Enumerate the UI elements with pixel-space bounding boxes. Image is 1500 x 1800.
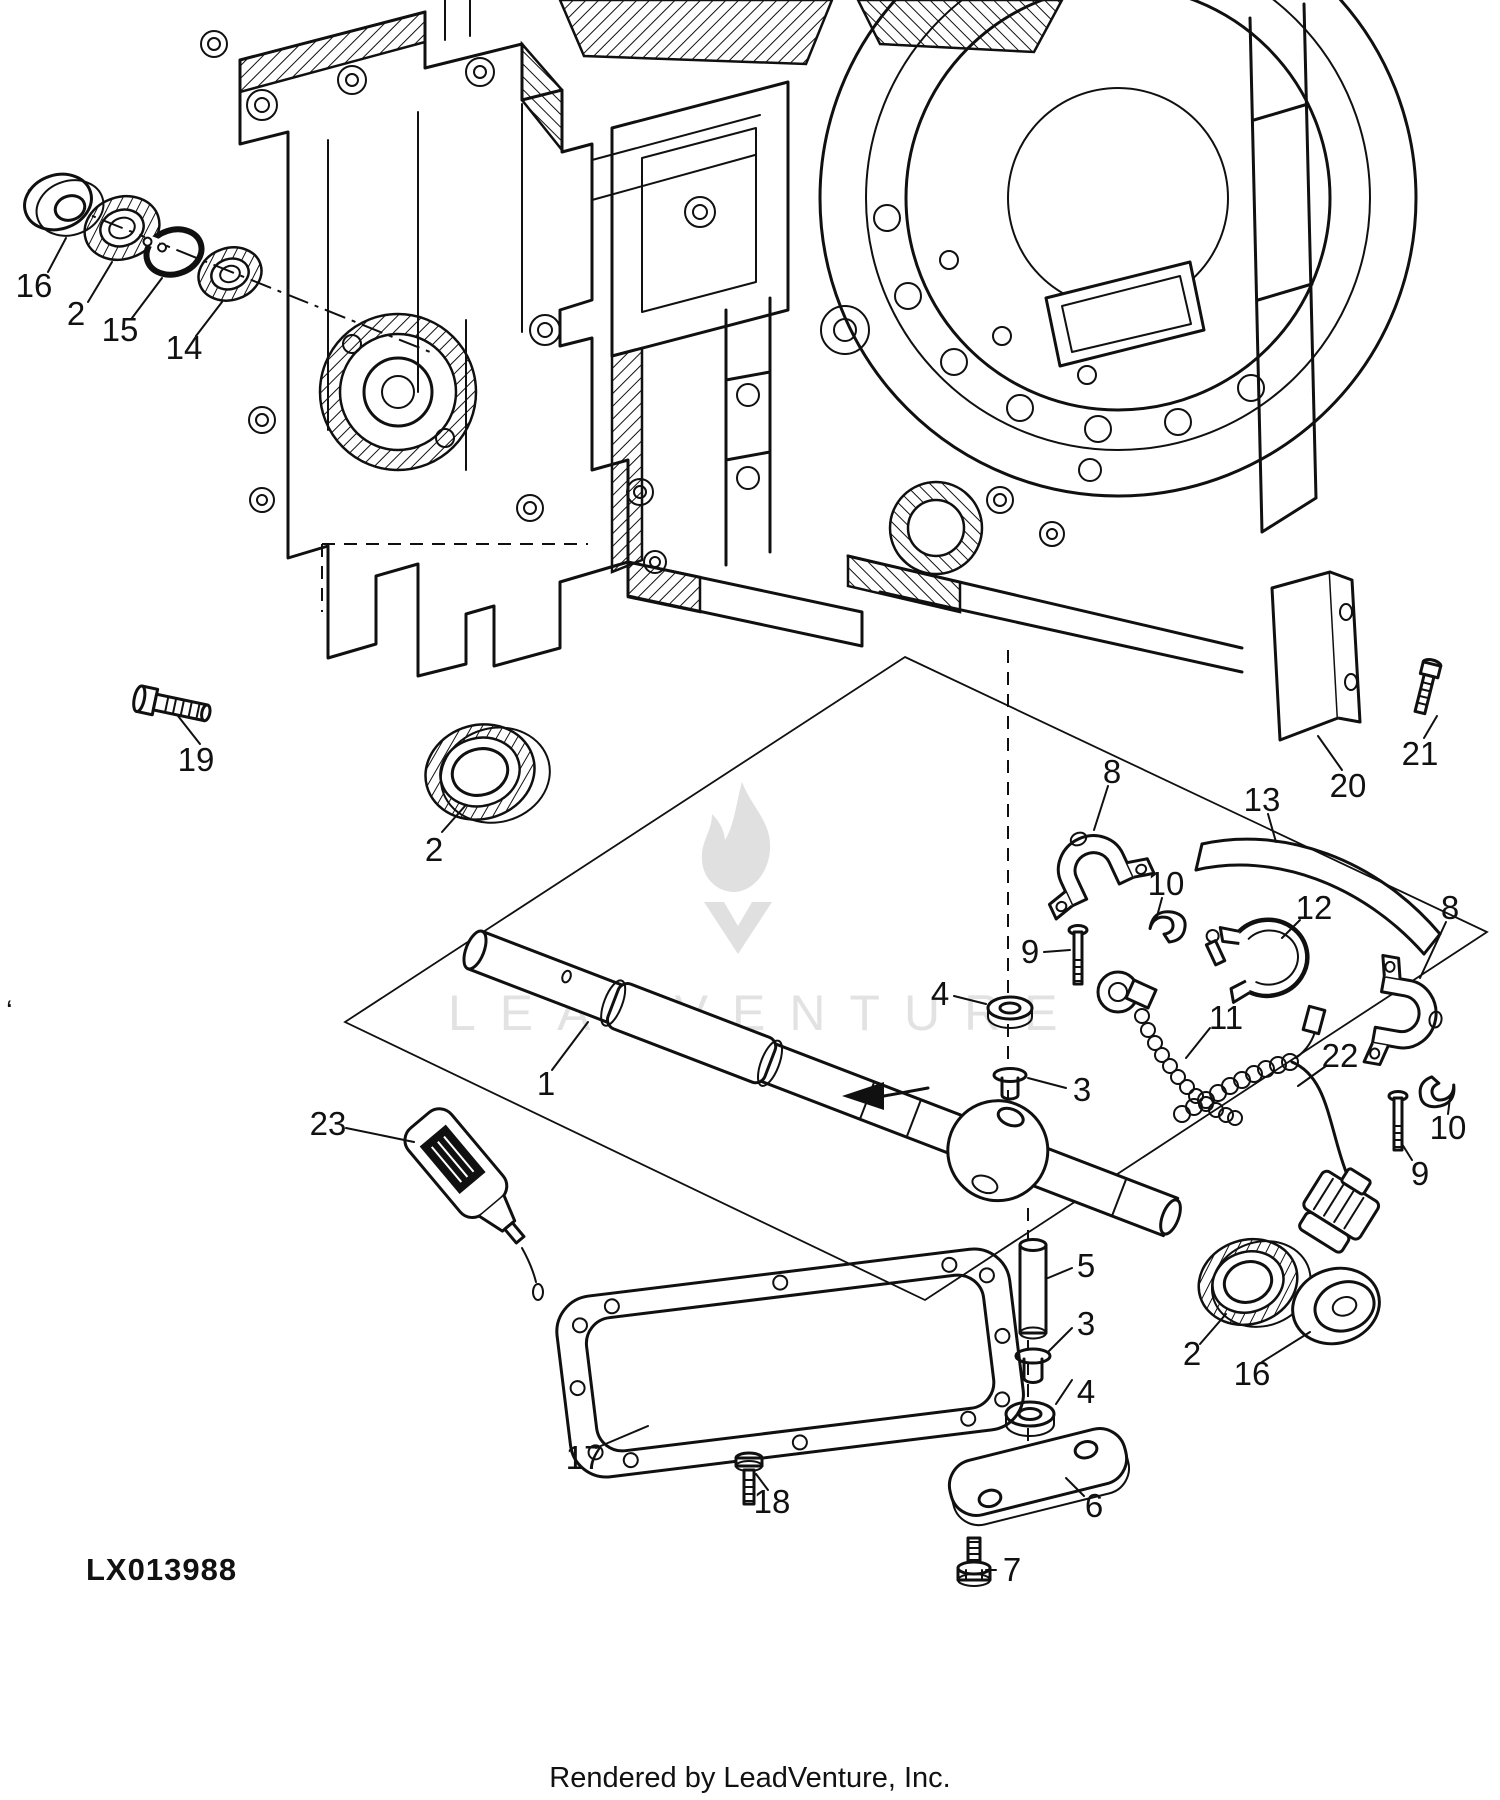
direction-arrow (842, 1082, 930, 1110)
shaft-assembly-drawing (462, 929, 1182, 1238)
part-callout-21: 21 (1401, 735, 1439, 772)
part-callout-16: 16 (1233, 1355, 1271, 1392)
pin-5-drawing (1018, 1238, 1048, 1340)
snap-ring-15-drawing (142, 226, 205, 278)
seal-2-right-drawing (1197, 1237, 1312, 1328)
ring-4-lower-drawing (1004, 1400, 1056, 1437)
bracket-20-drawing (1270, 570, 1362, 742)
part-callout-22: 22 (1321, 1037, 1359, 1074)
sensor-switch-drawing (1096, 970, 1158, 1014)
bolt-21-drawing (1413, 658, 1443, 716)
part-callout-4: 4 (1076, 1373, 1096, 1410)
part-callout-10: 10 (1429, 1109, 1467, 1146)
seal-washer-stack-drawing (23, 172, 431, 353)
part-callout-2: 2 (424, 831, 444, 868)
connector-drawing (1298, 1167, 1381, 1254)
part-callout-18: 18 (753, 1483, 791, 1520)
watermark-v-icon (704, 902, 772, 954)
part-callout-14: 14 (165, 329, 203, 366)
part-callout-8: 8 (1102, 753, 1122, 790)
part-callout-19: 19 (177, 741, 215, 778)
washer-14-drawing (197, 246, 263, 302)
bolt-18-drawing (734, 1451, 764, 1506)
leadventure-watermark: LEADVENTURE (448, 782, 1058, 1041)
part-callout-15: 15 (101, 311, 139, 348)
part-callout-9: 9 (1020, 933, 1040, 970)
part-callout-16: 16 (15, 267, 53, 304)
screw-9-right-drawing (1387, 1090, 1409, 1152)
part-callout-1: 1 (536, 1065, 556, 1102)
flywheel-housing-drawing (818, 0, 1418, 674)
part-callout-3: 3 (1076, 1305, 1096, 1342)
part-callout-2: 2 (66, 295, 86, 332)
clip-10-upper-drawing (1145, 905, 1191, 948)
engine-block-drawing (200, 0, 1064, 678)
flame-icon (701, 782, 771, 892)
seal-2-left-drawing (424, 723, 551, 824)
part-callout-6: 6 (1084, 1487, 1104, 1524)
stray-mark: ‘ (6, 995, 13, 1028)
part-callout-10: 10 (1147, 865, 1185, 902)
part-callout-3: 3 (1072, 1071, 1092, 1108)
part-callout-12: 12 (1295, 889, 1333, 926)
part-callout-20: 20 (1329, 767, 1367, 804)
part-callout-9: 9 (1410, 1155, 1430, 1192)
hose-13-drawing (1194, 837, 1442, 956)
screw-9-upper-drawing (1067, 924, 1089, 986)
sealant-drop (532, 1283, 544, 1301)
bushing-3-lower-drawing (1014, 1347, 1052, 1384)
part-callout-23: 23 (309, 1105, 347, 1142)
bolt-7-drawing (956, 1536, 992, 1587)
leader-lines (47, 237, 1451, 1571)
part-callout-8: 8 (1440, 889, 1460, 926)
part-callout-17: 17 (565, 1439, 603, 1476)
part-callout-11: 11 (1208, 999, 1244, 1036)
sealant-drip (521, 1247, 537, 1283)
diagram-code: LX013988 (86, 1552, 238, 1587)
clamp-12-drawing (1204, 917, 1310, 1004)
plate-6-drawing (947, 1427, 1131, 1527)
gasket-17-drawing (555, 1247, 1025, 1479)
wire-11-drawing (1134, 1008, 1243, 1126)
part-callout-2: 2 (1182, 1335, 1202, 1372)
bushing-3-upper-drawing (992, 1067, 1028, 1101)
plug-16-right-drawing (1291, 1266, 1381, 1346)
seal-2-top-drawing (83, 195, 161, 261)
bottle-23-drawing (403, 1107, 526, 1245)
part-callout-13: 13 (1243, 781, 1281, 818)
harness-22-drawing (1173, 1004, 1352, 1184)
ring-4-upper-drawing (986, 995, 1034, 1029)
clamp-8-right-drawing (1362, 953, 1453, 1076)
footer-credit: Rendered by LeadVenture, Inc. (549, 1762, 951, 1794)
bolt-19-drawing (132, 684, 212, 723)
part-callout-7: 7 (1002, 1551, 1022, 1588)
clamp-8-upper-drawing (1025, 809, 1156, 921)
part-callout-5: 5 (1076, 1247, 1096, 1284)
clip-10-right-drawing (1412, 1067, 1462, 1115)
part-callout-4: 4 (930, 975, 950, 1012)
